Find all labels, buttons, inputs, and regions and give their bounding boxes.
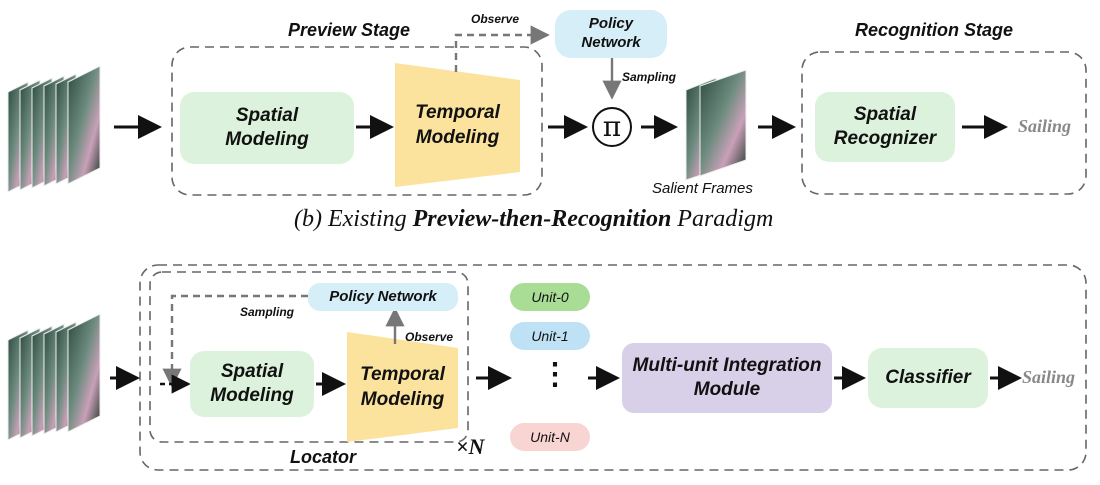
temporal-modeling-label-bottom: Temporal Modeling bbox=[360, 364, 445, 410]
unit-1-pill: Unit-1 bbox=[510, 322, 590, 350]
caption-bold: Preview-then-Recognition bbox=[412, 206, 672, 232]
observe-label-bottom: Observe bbox=[405, 330, 454, 344]
unit-n-pill: Unit-N bbox=[510, 423, 590, 451]
observe-arrow-top bbox=[454, 25, 550, 72]
sampling-label-top: Sampling bbox=[622, 70, 677, 84]
input-video-frames-bottom bbox=[7, 313, 101, 441]
salient-frames-image bbox=[685, 69, 747, 181]
policy-network-box-top: Policy Network bbox=[555, 10, 667, 58]
output-label-top: Sailing bbox=[1018, 116, 1072, 136]
recognition-stage-title: Recognition Stage bbox=[855, 20, 1014, 40]
spatial-modeling-box-top: Spatial Modeling bbox=[180, 92, 354, 164]
observe-label-top: Observe bbox=[471, 12, 520, 26]
input-video-frames-top bbox=[7, 65, 101, 193]
units-ellipsis: ⋮ bbox=[540, 358, 570, 391]
preview-stage-title: Preview Stage bbox=[288, 20, 411, 40]
policy-network-box-bottom: Policy Network bbox=[308, 283, 458, 311]
multi-unit-integration-box: Multi-unit Integration Module bbox=[622, 343, 832, 413]
caption-suffix: Paradigm bbox=[671, 206, 774, 232]
repeat-n-label: ×N bbox=[456, 434, 485, 459]
sampling-arrow-bottom bbox=[162, 294, 308, 388]
temporal-modeling-shape-bottom bbox=[347, 332, 458, 442]
recognition-stage-container bbox=[801, 51, 1087, 195]
locator-label: Locator bbox=[290, 447, 357, 467]
locator-container bbox=[149, 271, 469, 443]
caption-prefix: (b) Existing bbox=[294, 206, 413, 232]
classifier-box: Classifier bbox=[868, 348, 988, 408]
spatial-recognizer-box: Spatial Recognizer bbox=[815, 92, 955, 162]
unit-0-pill: Unit-0 bbox=[510, 283, 590, 311]
temporal-modeling-shape-top bbox=[395, 63, 520, 187]
temporal-modeling-label-top: Temporal Modeling bbox=[415, 102, 500, 148]
pi-symbol: π bbox=[602, 109, 622, 143]
caption-b: (b) Existing Preview-then-Recognition Pa… bbox=[294, 206, 773, 233]
salient-frames-label: Salient Frames bbox=[652, 180, 753, 197]
bottom-outer-container bbox=[139, 264, 1087, 471]
pi-circle bbox=[592, 107, 632, 147]
sampling-label-bottom: Sampling bbox=[240, 305, 295, 319]
preview-stage-container bbox=[171, 46, 543, 196]
output-label-bottom: Sailing bbox=[1022, 367, 1076, 387]
spatial-modeling-box-bottom: Spatial Modeling bbox=[190, 351, 314, 417]
